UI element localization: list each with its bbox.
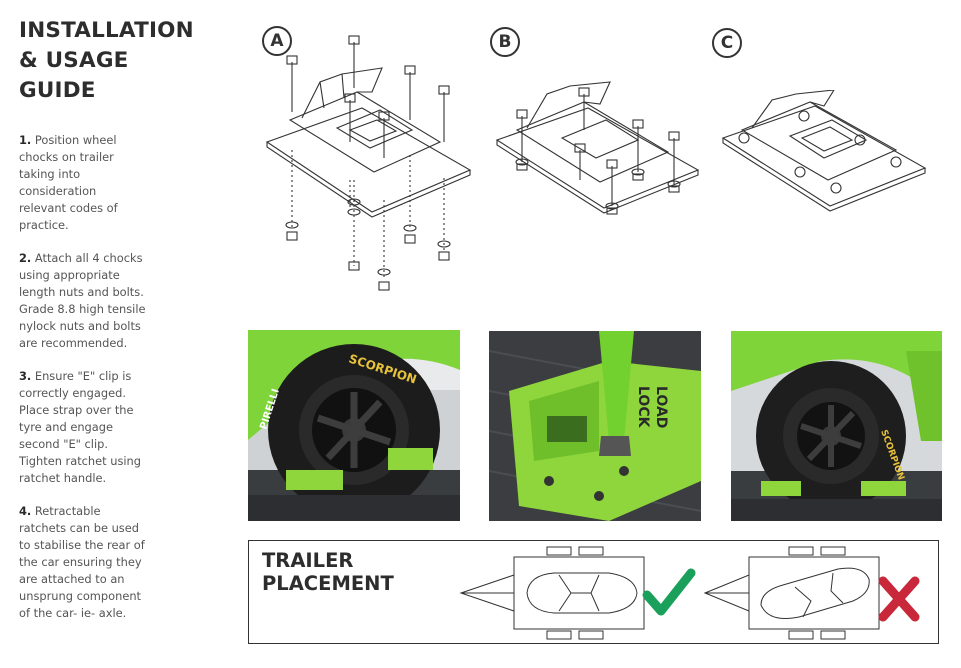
step-text: Place strap over the [19, 403, 134, 417]
step-2: 2. Attach all 4 chocks using appropriate… [19, 250, 189, 352]
trailer-incorrect-diagram [703, 546, 920, 640]
chock-logo-text: LOAD [653, 386, 669, 428]
trailer-placement-title: TRAILER PLACEMENT [262, 549, 394, 595]
step-text: Position wheel [34, 133, 117, 147]
step-text: ratchet handle. [19, 471, 107, 485]
step-text: ratchets can be used [19, 521, 139, 535]
instruction-steps: 1. Position wheel chocks on trailer taki… [19, 132, 189, 638]
step-text: the car ensuring they [19, 555, 142, 569]
diagram-c-installed-chock [721, 90, 927, 212]
step-text: Grade 8.8 high tensile [19, 302, 146, 316]
trailer-correct-diagram [459, 546, 696, 640]
diagram-b-bolts-inserted [495, 81, 700, 215]
diagram-c-badge: C [712, 28, 742, 58]
step-4: 4. Retractable ratchets can be used to s… [19, 503, 189, 622]
step-text: chocks on trailer [19, 150, 114, 164]
step-1: 1. Position wheel chocks on trailer taki… [19, 132, 189, 234]
step-text: nylock nuts and bolts [19, 319, 141, 333]
check-icon [642, 568, 696, 616]
step-text: are attached to an [19, 572, 125, 586]
step-text: practice. [19, 218, 69, 232]
chock-logo-text: LOCK [635, 386, 651, 429]
step-text: length nuts and bolts. [19, 285, 144, 299]
photo-car-wheel-left: SCORPION PIRELLI [248, 330, 460, 521]
step-text: to stabilise the rear of [19, 538, 145, 552]
step-text: tyre and engage [19, 420, 113, 434]
photo-car-wheel-right: SCORPION [731, 331, 942, 521]
photo-chock-closeup: LOCK LOAD [489, 331, 701, 521]
step-text: using appropriate [19, 268, 120, 282]
step-text: Tighten ratchet using [19, 454, 142, 468]
guide-title: INSTALLATION & USAGE GUIDE [19, 16, 229, 106]
step-number: 1. [19, 133, 32, 147]
step-3: 3. Ensure "E" clip is correctly engaged.… [19, 368, 189, 487]
trailer-placement-panel: TRAILER PLACEMENT [248, 540, 939, 644]
step-text: Attach all 4 chocks [34, 251, 143, 265]
step-text: relevant codes of [19, 201, 118, 215]
cross-icon [878, 576, 920, 622]
step-text: are recommended. [19, 336, 128, 350]
step-text: Retractable [34, 504, 101, 518]
placement-line-1: TRAILER [262, 549, 354, 572]
title-line-1: INSTALLATION [19, 18, 194, 43]
step-text: second "E" clip. [19, 437, 108, 451]
diagram-a-exploded-bolts [265, 35, 472, 291]
diagram-a-badge: A [262, 26, 292, 56]
step-text: of the car- ie- axle. [19, 606, 127, 620]
step-number: 3. [19, 369, 32, 383]
title-line-3: GUIDE [19, 78, 96, 103]
step-text: Ensure "E" clip is [34, 369, 132, 383]
step-text: unsprung component [19, 589, 142, 603]
step-text: taking into [19, 167, 81, 181]
title-line-2: & USAGE [19, 48, 129, 73]
step-text: correctly engaged. [19, 386, 126, 400]
diagram-b-badge: B [490, 27, 520, 57]
step-text: consideration [19, 184, 97, 198]
step-number: 4. [19, 504, 32, 518]
placement-line-2: PLACEMENT [262, 572, 394, 595]
step-number: 2. [19, 251, 32, 265]
